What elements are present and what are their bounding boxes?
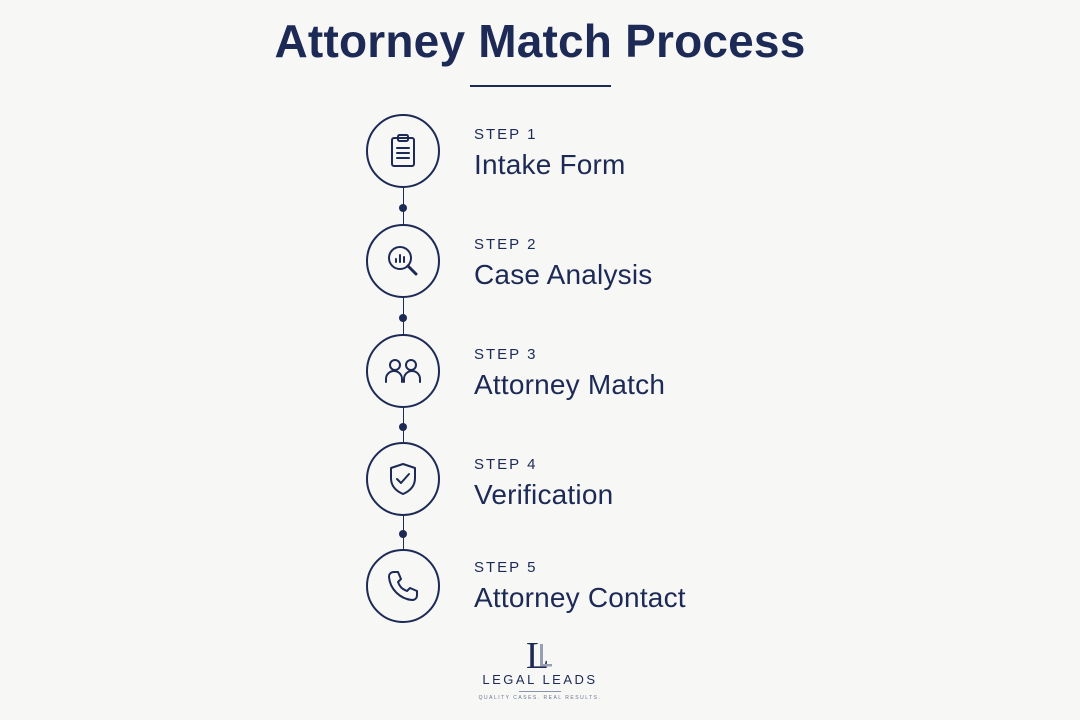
clipboard-icon: [391, 134, 415, 167]
step-1-label: Intake Form: [474, 149, 626, 180]
magnifier-chart-icon: [388, 246, 418, 276]
step-2-label: Case Analysis: [474, 259, 653, 290]
title-underline: [470, 85, 611, 87]
legal-leads-logo: L LEGAL LEADS QUALITY CASES. REAL RESULT…: [0, 636, 1080, 701]
connector-dot: [399, 530, 407, 538]
logo-tagline: QUALITY CASES. REAL RESULTS.: [478, 695, 602, 701]
step-4-number: STEP 4: [474, 456, 538, 473]
step-4-label: Verification: [474, 479, 614, 510]
step-1-number: STEP 1: [474, 126, 538, 143]
logo-name: LEGAL LEADS: [482, 672, 598, 687]
step-2-number: STEP 2: [474, 236, 538, 253]
step-3-number: STEP 3: [474, 346, 538, 363]
step-4-circle: [366, 442, 440, 516]
logo-divider: [519, 691, 561, 692]
step-1-circle: [366, 114, 440, 188]
page-title: Attorney Match Process: [274, 15, 806, 67]
svg-text:L: L: [526, 636, 549, 672]
logo-mark-icon: L: [526, 636, 552, 672]
step-2-circle: [366, 224, 440, 298]
people-icon: [385, 359, 421, 383]
phone-icon: [388, 571, 418, 601]
step-5-circle: [366, 549, 440, 623]
step-3-label: Attorney Match: [474, 369, 666, 400]
step-5-number: STEP 5: [474, 559, 538, 576]
connector-dot: [399, 204, 407, 212]
step-5-label: Attorney Contact: [474, 582, 686, 613]
connector-dot: [399, 314, 407, 322]
shield-check-icon: [390, 463, 416, 495]
step-3-circle: [366, 334, 440, 408]
connector-dot: [399, 423, 407, 431]
